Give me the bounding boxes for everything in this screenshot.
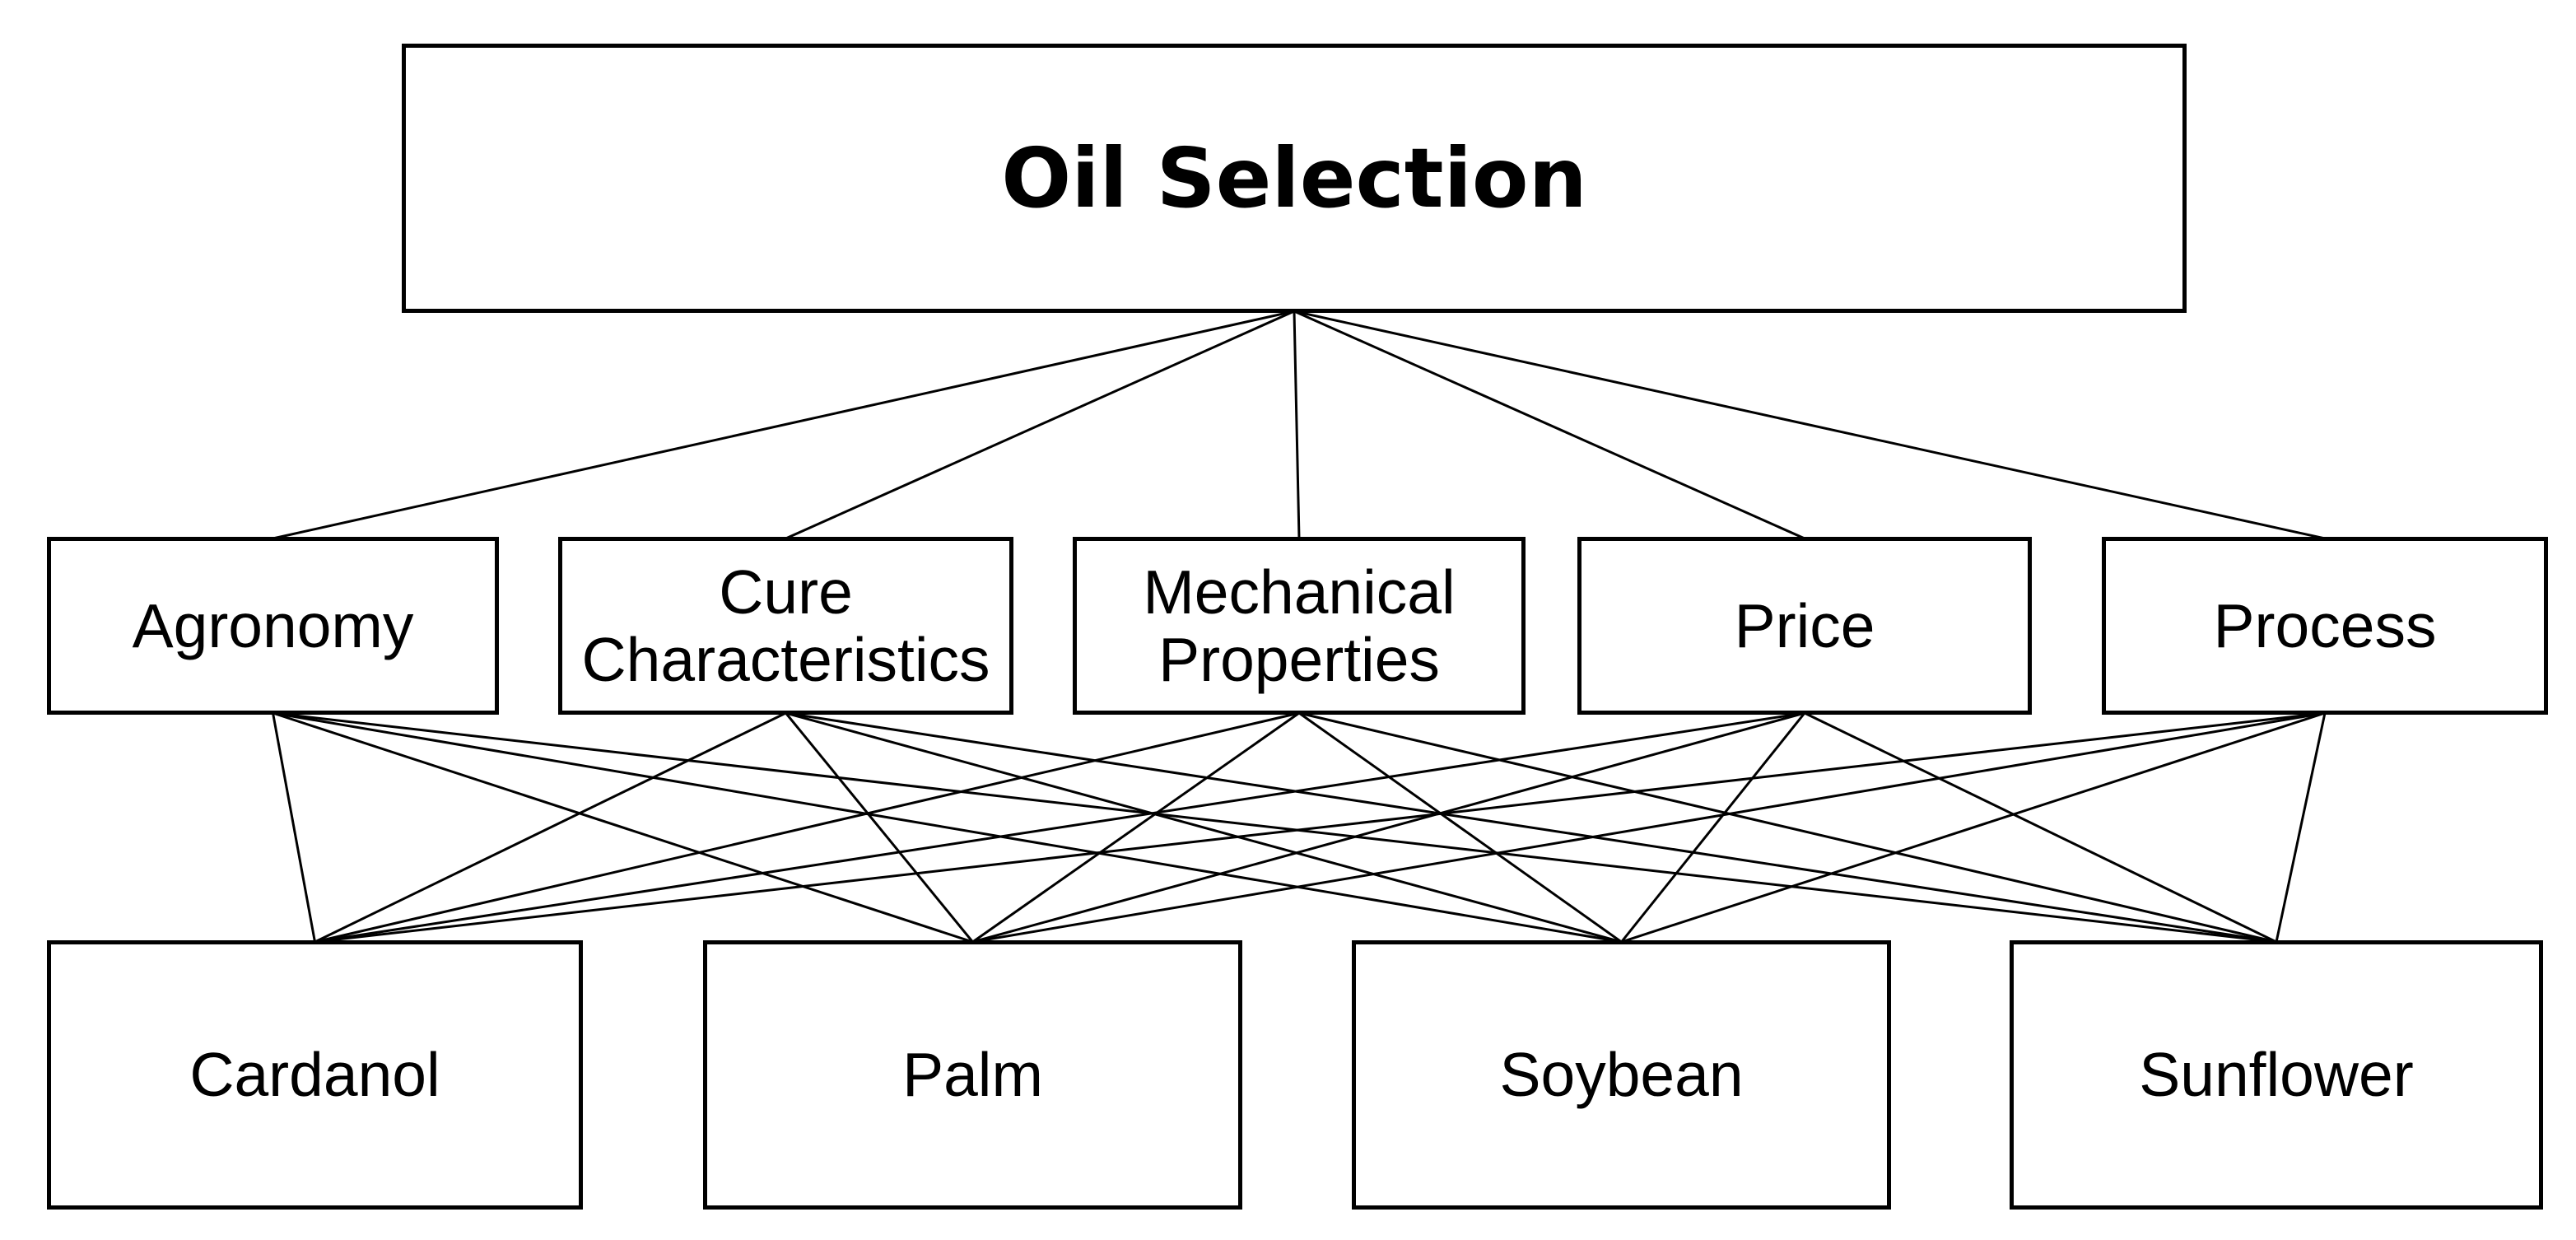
criterion-node-cure-characteristics: Cure Characteristics [558, 537, 1013, 715]
alternative-node-sunflower: Sunflower [2010, 940, 2543, 1210]
edge-line-mechanical-properties-cardanol [314, 711, 1300, 944]
criterion-node-process: Process [2102, 537, 2548, 715]
edge-line-process-cardanol [314, 711, 2326, 944]
edge-line-mechanical-properties-soybean [1298, 711, 1623, 944]
edge-line-agronomy-soybean [273, 711, 1622, 944]
alternative-node-palm: Palm [703, 940, 1242, 1210]
edge-line-process-palm [972, 711, 2326, 944]
edge-line-price-cardanol [314, 711, 1805, 944]
edge-line-agronomy-palm [273, 711, 973, 944]
edge-line-cure-characteristics-sunflower [785, 711, 2277, 944]
edge-line-mechanical-properties-sunflower [1298, 711, 2277, 944]
edge-line-goal-agronomy [273, 310, 1295, 540]
alternative-label-cardanol: Cardanol [189, 1040, 440, 1110]
edge-line-agronomy-cardanol [272, 712, 316, 943]
edge-line-cure-characteristics-soybean [785, 711, 1622, 944]
edge-line-goal-process [1293, 310, 2326, 540]
criterion-label-agronomy: Agronomy [132, 590, 414, 660]
edge-line-process-sunflower [2275, 712, 2327, 943]
goal-node-oil-selection: Oil Selection [402, 44, 2187, 313]
edge-line-goal-mechanical-properties [1293, 310, 1301, 539]
criterion-node-mechanical-properties: Mechanical Properties [1073, 537, 1526, 715]
edge-line-goal-price [1293, 310, 1805, 540]
edge-line-price-soybean [1620, 712, 1806, 943]
alternative-node-soybean: Soybean [1352, 940, 1891, 1210]
edge-line-price-palm [972, 711, 1805, 944]
edge-line-process-soybean [1621, 711, 2326, 944]
edge-line-cure-characteristics-cardanol [314, 711, 787, 944]
alternative-node-cardanol: Cardanol [47, 940, 583, 1210]
criterion-label-cure-characteristics: Cure Characteristics [581, 557, 990, 694]
goal-label: Oil Selection [1001, 129, 1587, 226]
alternative-label-sunflower: Sunflower [2139, 1040, 2414, 1110]
edge-line-mechanical-properties-palm [971, 711, 1300, 944]
edge-line-price-sunflower [1804, 711, 2277, 944]
criterion-label-mechanical-properties: Mechanical Properties [1143, 557, 1456, 694]
criterion-label-process: Process [2213, 590, 2437, 660]
edge-line-agronomy-sunflower [273, 711, 2277, 944]
alternative-label-soybean: Soybean [1499, 1040, 1744, 1110]
criterion-label-price: Price [1734, 590, 1875, 660]
criterion-node-price: Price [1577, 537, 2032, 715]
edge-line-cure-characteristics-palm [785, 712, 974, 943]
alternative-label-palm: Palm [902, 1040, 1043, 1110]
edge-line-goal-cure-characteristics [785, 310, 1295, 540]
criterion-node-agronomy: Agronomy [47, 537, 499, 715]
